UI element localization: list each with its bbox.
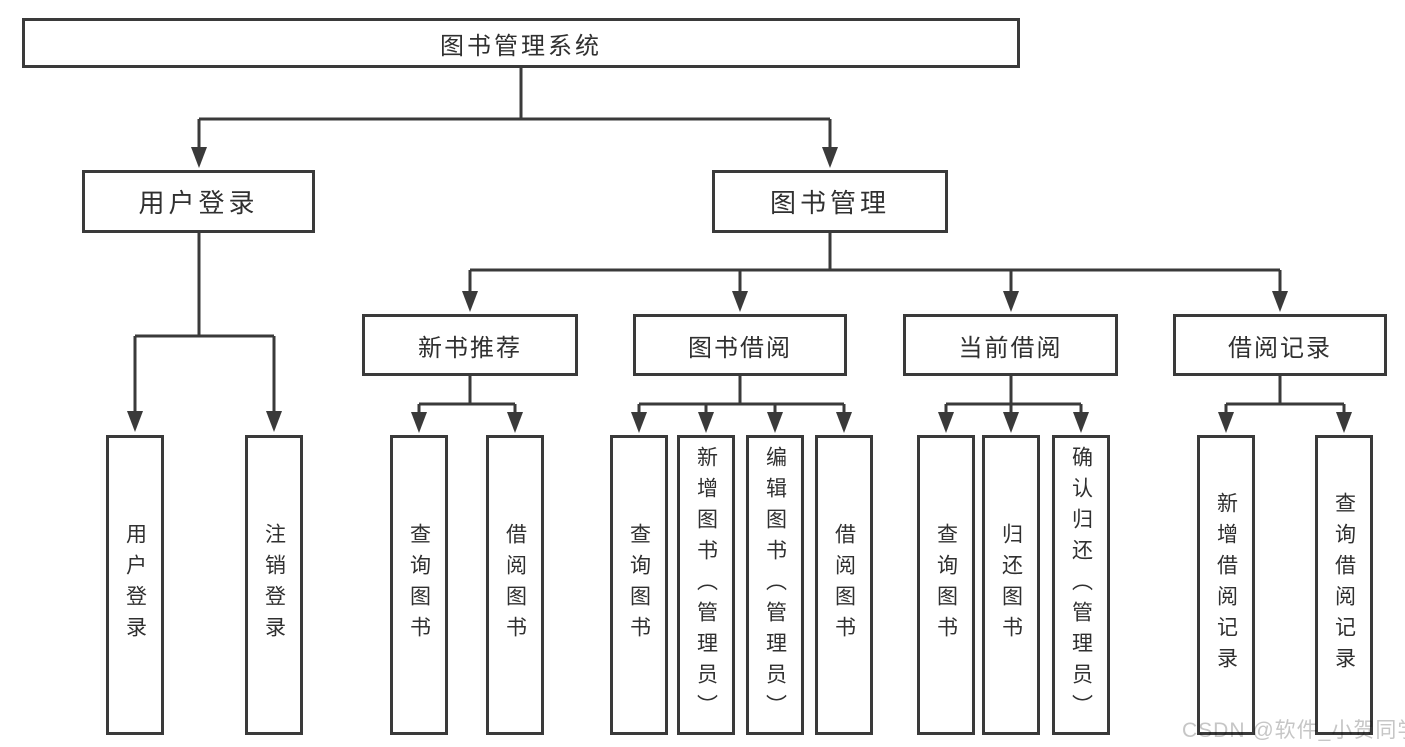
node-label: 图书管理系统 bbox=[440, 32, 602, 60]
leaf-query-books-borrowing: 查询图书 bbox=[610, 435, 668, 735]
node-label: 用户登录 bbox=[123, 523, 147, 647]
leaf-confirm-return-admin: 确认归还（管理员） bbox=[1052, 435, 1110, 735]
node-label: 查询图书 bbox=[934, 523, 958, 647]
connector-borrowing-records-to-leaves bbox=[1224, 376, 1346, 415]
node-label: 借阅记录 bbox=[1228, 334, 1332, 362]
node-label: 当前借阅 bbox=[958, 334, 1063, 362]
leaf-add-book-admin: 新增图书（管理员） bbox=[677, 435, 735, 735]
node-book-management: 图书管理 bbox=[712, 170, 948, 233]
arrowhead bbox=[836, 412, 852, 433]
node-label: 查询图书 bbox=[627, 523, 651, 647]
node-label: 新增借阅记录 bbox=[1214, 492, 1238, 678]
node-label: 借阅图书 bbox=[503, 523, 527, 647]
arrowhead bbox=[191, 147, 207, 168]
node-new-book-recommendation: 新书推荐 bbox=[362, 314, 578, 376]
leaf-edit-book-admin: 编辑图书（管理员） bbox=[746, 435, 804, 735]
arrowhead bbox=[1218, 412, 1234, 433]
node-label: 借阅图书 bbox=[832, 523, 856, 647]
connector-root-to-level2 bbox=[197, 68, 832, 150]
arrowhead bbox=[631, 412, 647, 433]
arrowhead bbox=[1003, 291, 1019, 312]
connector-current-borrowing-to-leaves bbox=[944, 376, 1083, 415]
node-label: 查询图书 bbox=[407, 523, 431, 647]
node-label: 归还图书 bbox=[999, 523, 1023, 647]
node-label: 图书管理 bbox=[769, 188, 890, 218]
node-label: 新增图书（管理员） bbox=[694, 445, 718, 725]
arrowhead bbox=[732, 291, 748, 312]
arrowhead bbox=[767, 412, 783, 433]
node-user-login: 用户登录 bbox=[82, 170, 315, 233]
node-label: 查询借阅记录 bbox=[1332, 492, 1356, 678]
leaf-query-borrow-record: 查询借阅记录 bbox=[1315, 435, 1373, 735]
node-current-borrowing: 当前借阅 bbox=[903, 314, 1118, 376]
node-label: 新书推荐 bbox=[418, 334, 522, 362]
node-label: 图书借阅 bbox=[688, 334, 792, 362]
arrowhead bbox=[462, 291, 478, 312]
connector-new-book-to-leaves bbox=[417, 376, 517, 415]
node-label: 注销登录 bbox=[262, 523, 286, 647]
arrowhead bbox=[266, 411, 282, 432]
leaf-add-borrow-record: 新增借阅记录 bbox=[1197, 435, 1255, 735]
arrowhead bbox=[411, 412, 427, 433]
arrowhead bbox=[822, 147, 838, 168]
arrowhead bbox=[127, 411, 143, 432]
node-label: 编辑图书（管理员） bbox=[763, 445, 787, 725]
connector-user-login-to-leaves bbox=[133, 233, 276, 414]
node-library-management-system: 图书管理系统 bbox=[22, 18, 1020, 68]
arrowhead bbox=[1336, 412, 1352, 433]
node-label: 确认归还（管理员） bbox=[1069, 445, 1093, 725]
arrowheads bbox=[127, 147, 1352, 433]
node-label: 用户登录 bbox=[138, 188, 259, 218]
leaf-borrow-books-recommend: 借阅图书 bbox=[486, 435, 544, 735]
arrowhead bbox=[938, 412, 954, 433]
leaf-query-books-recommend: 查询图书 bbox=[390, 435, 448, 735]
leaf-return-books: 归还图书 bbox=[982, 435, 1040, 735]
connector-book-borrowing-to-leaves bbox=[637, 376, 846, 415]
leaf-logout: 注销登录 bbox=[245, 435, 303, 735]
leaf-query-books-current: 查询图书 bbox=[917, 435, 975, 735]
node-book-borrowing: 图书借阅 bbox=[633, 314, 847, 376]
leaf-user-login: 用户登录 bbox=[106, 435, 164, 735]
node-borrowing-records: 借阅记录 bbox=[1173, 314, 1387, 376]
arrowhead bbox=[698, 412, 714, 433]
csdn-watermark: CSDN @软件_小贺同学 bbox=[1182, 719, 1405, 742]
arrowhead bbox=[1073, 412, 1089, 433]
leaf-borrow-books-borrowing: 借阅图书 bbox=[815, 435, 873, 735]
arrowhead bbox=[507, 412, 523, 433]
arrowhead bbox=[1272, 291, 1288, 312]
connector-book-management-to-level3 bbox=[468, 233, 1282, 294]
arrowhead bbox=[1003, 412, 1019, 433]
